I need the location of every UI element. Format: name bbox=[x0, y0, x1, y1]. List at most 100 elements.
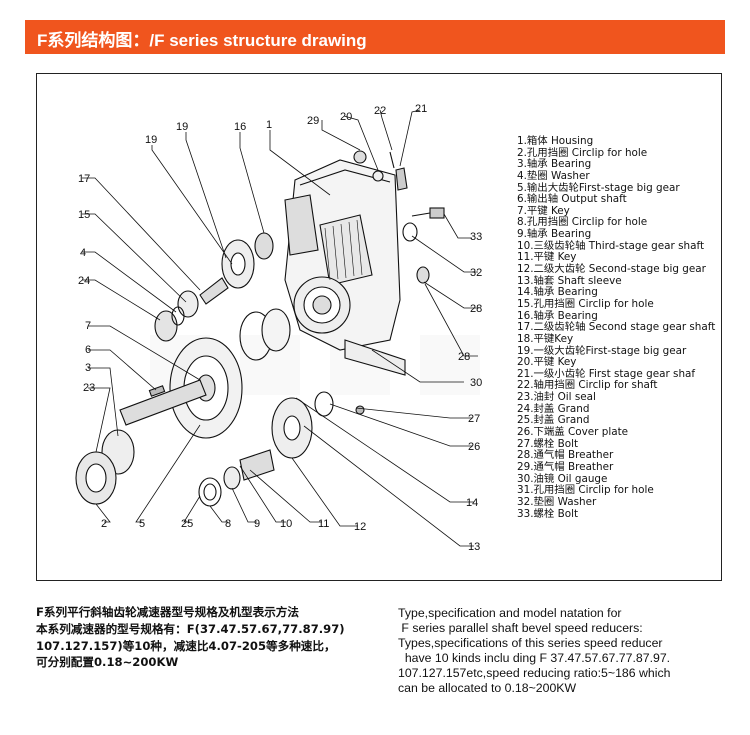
legend-item: 26.下端盖 Cover plate bbox=[517, 426, 629, 439]
legend-item: 5.输出大齿轮First-stage big gear bbox=[517, 181, 680, 194]
breather-29 bbox=[353, 150, 367, 164]
callout-32: 32 bbox=[470, 267, 482, 279]
callout-20: 20 bbox=[340, 111, 352, 123]
callout-21: 21 bbox=[415, 103, 427, 115]
bearing-16 bbox=[254, 232, 274, 260]
legend-item: 1.箱体 Housing bbox=[517, 135, 594, 147]
callout-6: 6 bbox=[85, 344, 91, 356]
callout-14: 14 bbox=[466, 497, 478, 509]
callout-28b: 28 bbox=[458, 351, 470, 363]
legend-item: 2.孔用挡圈 Circlip for hole bbox=[517, 146, 648, 159]
housing bbox=[284, 159, 406, 376]
callout-5: 5 bbox=[139, 518, 145, 530]
legend-item: 12.二级大齿轮 Second-stage big gear bbox=[517, 263, 706, 276]
callout-11: 11 bbox=[318, 518, 329, 530]
desc-cn-line: 本系列减速器的型号规格有：F(37.47.57.67,77.87.97) bbox=[36, 621, 345, 636]
legend-item: 23.油封 Oil seal bbox=[517, 391, 596, 404]
legend-item: 19.一级大齿轮First-stage big gear bbox=[517, 344, 687, 357]
legend-item: 21.一级小齿轮 First stage gear shaf bbox=[517, 367, 696, 380]
callout-9: 9 bbox=[254, 518, 260, 530]
legend-item: 33.螺栓 Bolt bbox=[517, 507, 579, 520]
legend-item: 29.通气帽 Breather bbox=[517, 460, 614, 473]
legend-item: 32.垫圈 Washer bbox=[517, 495, 597, 508]
callout-19-top: 19 bbox=[176, 121, 188, 133]
legend-item: 17.二级齿轮轴 Second stage gear shaft bbox=[517, 321, 716, 334]
legend-item: 28.通气帽 Breather bbox=[517, 449, 614, 462]
callout-26: 26 bbox=[468, 441, 480, 453]
callout-12: 12 bbox=[354, 521, 366, 533]
desc-cn-line: 可分别配置0.18~200KW bbox=[36, 655, 179, 670]
legend-item: 13.轴套 Shaft sleeve bbox=[517, 274, 622, 287]
bolt-27 bbox=[355, 405, 365, 415]
legend-item: 10.三级齿轮轴 Third-stage gear shaft bbox=[517, 239, 705, 252]
legend-item: 3.轴承 Bearing bbox=[517, 158, 592, 171]
legend-item: 7.平键 Key bbox=[517, 204, 570, 217]
output-shaft-6 bbox=[119, 379, 207, 426]
bolt-33 bbox=[411, 207, 445, 219]
legend-item: 22.轴用挡圈 Circlip for shaft bbox=[517, 379, 658, 392]
drawing-frame bbox=[36, 73, 722, 581]
legend-item: 18.平键Key bbox=[517, 332, 574, 345]
desc-en-line: can be allocated to 0.18~200KW bbox=[398, 681, 577, 695]
description-english: Type,specification and model natation fo… bbox=[398, 606, 738, 696]
circlip-22 bbox=[389, 151, 395, 169]
callout-13: 13 bbox=[468, 541, 480, 553]
callout-22: 22 bbox=[374, 105, 386, 117]
first-stage-big-gear-19 bbox=[221, 239, 255, 289]
callout-8: 8 bbox=[225, 518, 231, 530]
desc-en-line: Types,specifications of this series spee… bbox=[398, 636, 663, 650]
legend-item: 11.平键 Key bbox=[517, 251, 577, 264]
bearing-9 bbox=[223, 466, 241, 490]
bearing-14 bbox=[314, 391, 334, 417]
legend-item: 30.油镜 Oil gauge bbox=[517, 472, 608, 485]
description-chinese: F系列平行斜轴齿轮减速器型号规格及机型表示方法 本系列减速器的型号规格有：F(3… bbox=[36, 604, 386, 671]
callout-23: 23 bbox=[83, 382, 95, 394]
grand-24 bbox=[154, 310, 178, 342]
legend-item: 8.孔用挡圈 Circlip for hole bbox=[517, 216, 648, 229]
circlip-31 bbox=[261, 308, 291, 352]
callout-numbers: 1 2 3 4 5 6 7 8 9 10 11 12 13 14 15 16 1… bbox=[78, 103, 482, 553]
legend-item: 4.垫圈 Washer bbox=[517, 169, 590, 182]
banner-title: F系列结构图：/F series structure drawing bbox=[37, 31, 367, 50]
breather-28 bbox=[416, 266, 430, 284]
callout-7: 7 bbox=[85, 320, 91, 332]
callout-1: 1 bbox=[266, 119, 272, 131]
output-big-gear-5 bbox=[169, 337, 243, 439]
parts-legend: 1.箱体 Housing 2.孔用挡圈 Circlip for hole 3.轴… bbox=[517, 135, 716, 520]
legend-item: 24.封盖 Grand bbox=[517, 402, 590, 415]
legend-item: 14.轴承 Bearing bbox=[517, 286, 598, 299]
third-gear-shaft-10 bbox=[239, 449, 275, 481]
callout-10: 10 bbox=[280, 518, 292, 530]
legend-item: 6.输出轴 Output shaft bbox=[517, 193, 627, 206]
circlip-8 bbox=[198, 477, 222, 507]
desc-cn-line: F系列平行斜轴齿轮减速器型号规格及机型表示方法 bbox=[36, 605, 299, 619]
callout-4: 4 bbox=[80, 247, 86, 259]
legend-item: 15.孔用挡圈 Circlip for hole bbox=[517, 297, 654, 310]
callout-19-left: 19 bbox=[145, 134, 158, 146]
legend-item: 31.孔用挡圈 Circlip for hole bbox=[517, 484, 654, 497]
legend-item: 27.螺栓 Bolt bbox=[517, 437, 579, 450]
washer-32 bbox=[402, 222, 418, 242]
callout-15: 15 bbox=[78, 209, 90, 221]
leader-lines bbox=[82, 109, 478, 547]
circlip-15 bbox=[177, 290, 199, 318]
callout-17: 17 bbox=[78, 173, 90, 185]
legend-item: 25.封盖 Grand bbox=[517, 414, 590, 427]
callout-29: 29 bbox=[307, 115, 319, 127]
desc-en-line: 107.127.157etc,speed reducing ratio:5~18… bbox=[398, 666, 671, 680]
key-20 bbox=[372, 170, 384, 182]
desc-en-line: have 10 kinds inclu ding F 37.47.57.67.7… bbox=[398, 651, 671, 665]
legend-item: 20.平键 Key bbox=[517, 356, 577, 369]
callout-33: 33 bbox=[470, 231, 482, 243]
desc-en-line: F series parallel shaft bevel speed redu… bbox=[398, 621, 643, 635]
title-banner: F系列结构图：/F series structure drawing bbox=[25, 20, 725, 54]
callout-16: 16 bbox=[234, 121, 246, 133]
legend-item: 16.轴承 Bearing bbox=[517, 309, 598, 322]
callout-2: 2 bbox=[101, 518, 107, 530]
exploded-drawing: 1 2 3 4 5 6 7 8 9 10 11 12 13 14 15 16 1… bbox=[75, 103, 482, 553]
desc-en-line: Type,specification and model natation fo… bbox=[398, 606, 622, 620]
callout-24: 24 bbox=[78, 275, 90, 287]
callout-28a: 28 bbox=[470, 303, 482, 315]
callout-30: 30 bbox=[470, 377, 482, 389]
washer-4 bbox=[171, 306, 185, 326]
